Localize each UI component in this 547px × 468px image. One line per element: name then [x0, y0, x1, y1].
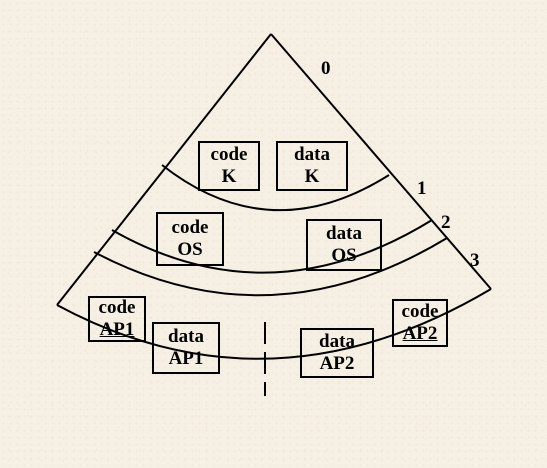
ring-label-3: 3	[470, 250, 480, 271]
data-ap2-box: data AP2	[300, 328, 374, 378]
data-os-line1: data	[326, 223, 362, 244]
data-k-line1: data	[294, 144, 330, 165]
code-k-box: code K	[198, 141, 260, 191]
code-ap1-line2: AP1	[99, 319, 135, 340]
data-k-line2: K	[304, 166, 320, 187]
sector-right-edge	[270, 33, 492, 290]
data-ap1-box: data AP1	[152, 322, 220, 374]
code-os-line1: code	[171, 217, 209, 238]
ring-arc-1	[161, 164, 390, 212]
data-ap1-line2: AP1	[168, 348, 204, 369]
code-k-line2: K	[221, 166, 237, 187]
data-ap2-line1: data	[319, 331, 355, 352]
code-os-box: code OS	[156, 212, 224, 266]
code-ap2-box: code AP2	[392, 299, 448, 347]
code-ap1-box: code AP1	[88, 296, 146, 342]
ring-arc-2	[111, 219, 433, 274]
code-ap1-line1: code	[98, 297, 136, 318]
data-os-line2: OS	[331, 245, 357, 266]
data-k-box: data K	[276, 141, 348, 191]
code-k-line1: code	[210, 144, 248, 165]
data-os-box: data OS	[306, 219, 382, 271]
ring-label-1: 1	[417, 178, 427, 199]
data-ap1-line1: data	[168, 326, 204, 347]
sector-left-edge	[56, 33, 272, 306]
ring-arc-outer	[56, 288, 492, 360]
code-os-line2: OS	[177, 239, 203, 260]
code-ap2-line2: AP2	[402, 323, 438, 344]
code-ap2-line1: code	[401, 301, 439, 322]
ring-arc-3	[93, 237, 448, 297]
ring-label-2: 2	[441, 212, 451, 233]
ring-label-0: 0	[321, 58, 331, 79]
data-ap2-line2: AP2	[319, 353, 355, 374]
